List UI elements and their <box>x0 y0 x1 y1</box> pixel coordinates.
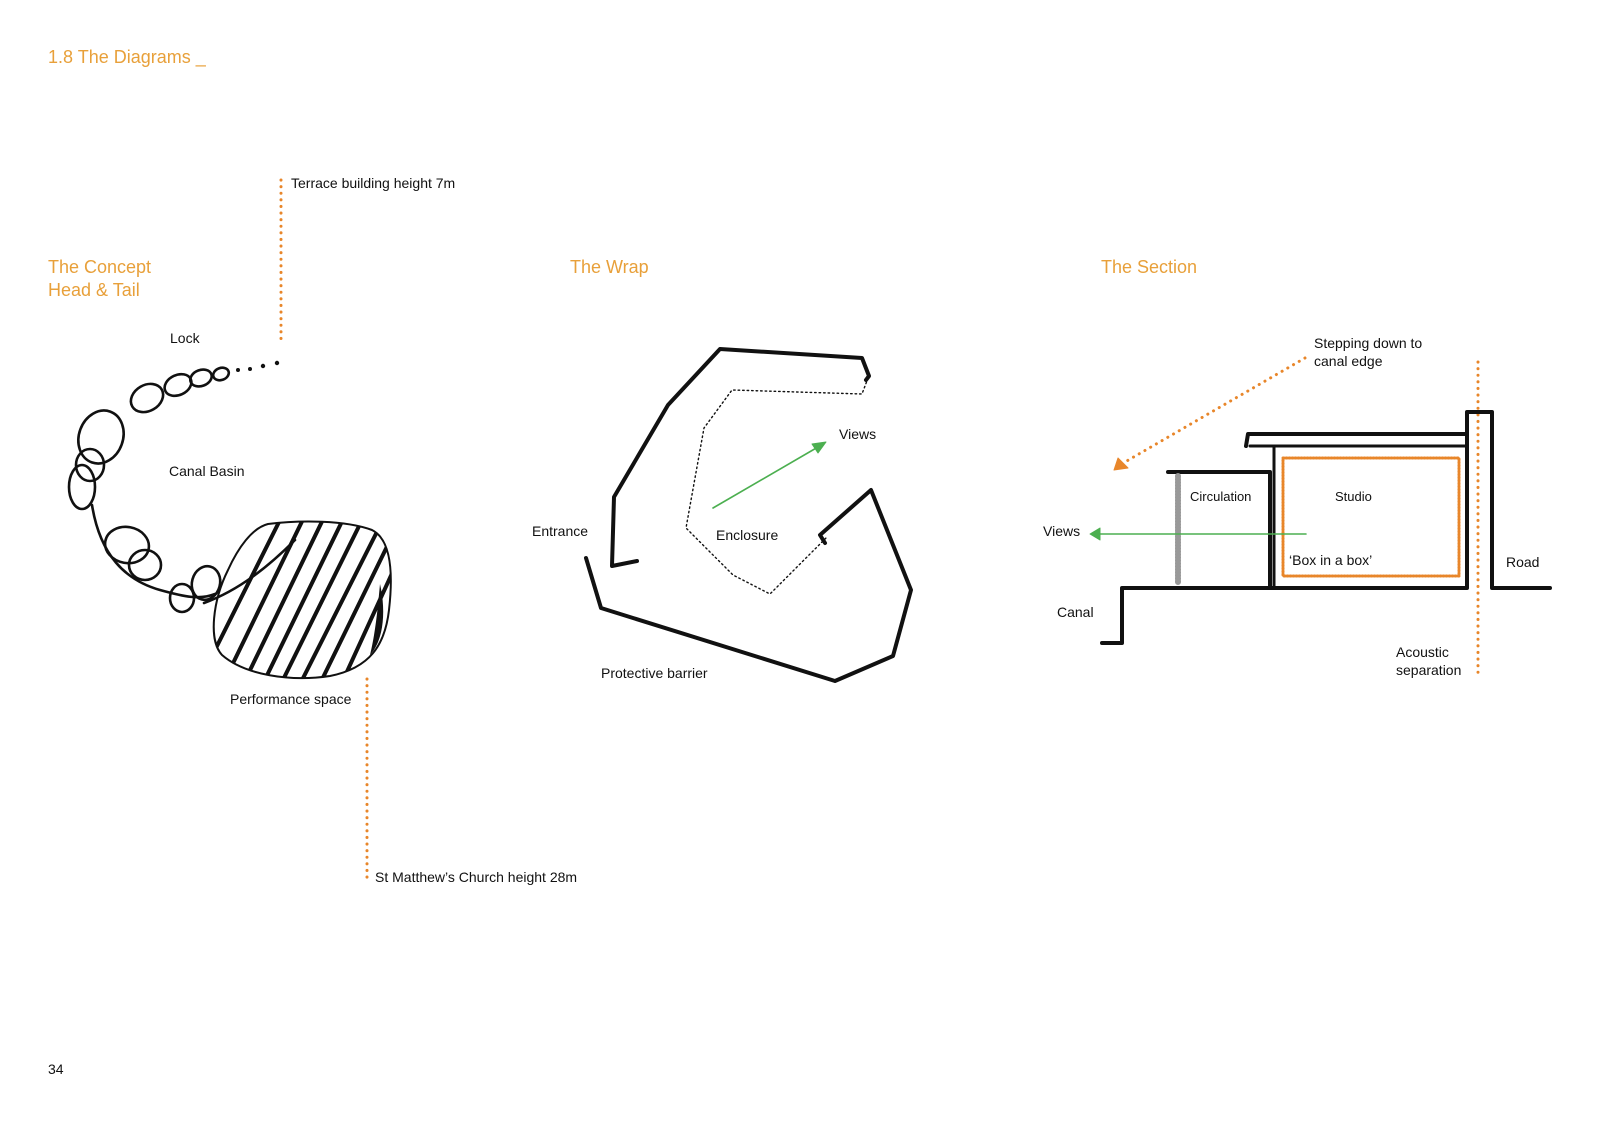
wrap-views-arrowhead <box>811 441 827 454</box>
head-accent <box>370 584 384 655</box>
wrap-diagram <box>584 347 913 683</box>
wrap-title: The Wrap <box>570 257 649 277</box>
circulation-label: Circulation <box>1190 489 1252 504</box>
wrap-views-label: Views <box>839 426 877 442</box>
page-number: 34 <box>48 1061 64 1077</box>
stepping-label-line2: canal edge <box>1314 353 1383 369</box>
box-in-a-box-label: ‘Box in a box’ <box>1289 552 1373 568</box>
enclosure-label: Enclosure <box>716 527 779 543</box>
section-views-arrowhead <box>1089 527 1101 541</box>
ground-line <box>1100 410 1552 645</box>
protective-barrier-wall <box>584 488 913 683</box>
road-label: Road <box>1506 554 1540 570</box>
studio-label: Studio <box>1335 489 1372 504</box>
entrance-label: Entrance <box>532 523 589 539</box>
concept-title-line1: The Concept <box>48 257 152 277</box>
lock-label: Lock <box>170 330 200 346</box>
section-title: The Section <box>1101 257 1198 277</box>
page-title: 1.8 The Diagrams _ <box>48 47 206 67</box>
studio-enclosure <box>1166 470 1272 590</box>
church-label: St Matthew’s Church height 28m <box>375 869 578 885</box>
concept-title-line2: Head & Tail <box>48 280 140 300</box>
wrap-upper-wall <box>610 347 871 568</box>
acoustic-label-line1: Acoustic <box>1396 644 1449 660</box>
terrace-label: Terrace building height 7m <box>291 175 456 191</box>
lock-chain <box>236 360 280 372</box>
canal-basin-label: Canal Basin <box>169 463 245 479</box>
box-in-a-box-outline <box>1281 456 1461 578</box>
wrap-views-arrow-line <box>712 446 819 509</box>
performance-space-outline <box>212 520 392 680</box>
roof-slab <box>1244 432 1469 448</box>
concept-diagram <box>67 178 392 882</box>
enclosure-boundary <box>685 377 869 595</box>
canal-label: Canal <box>1057 604 1094 620</box>
stepping-label-line1: Stepping down to <box>1314 335 1423 351</box>
performance-space-hatch <box>213 521 391 679</box>
protective-barrier-label: Protective barrier <box>601 665 708 681</box>
performance-space-label: Performance space <box>230 691 352 707</box>
acoustic-label-line2: separation <box>1396 662 1462 678</box>
stepping-leader-arrowhead <box>1113 457 1129 471</box>
section-diagram <box>1089 356 1552 680</box>
tail-loops <box>67 366 297 614</box>
section-views-label: Views <box>1043 523 1081 539</box>
